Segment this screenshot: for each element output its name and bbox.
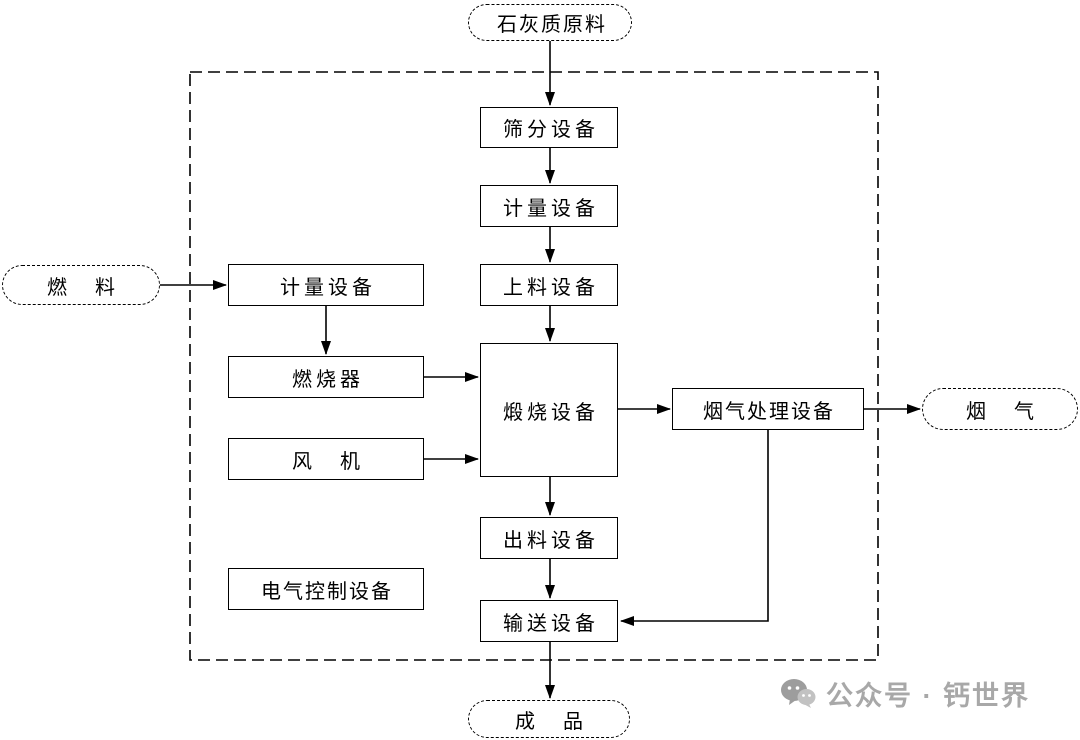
node-flue-gas-treatment-label: 烟气处理设备 bbox=[703, 400, 835, 423]
node-discharging-label: 出料设备 bbox=[503, 529, 599, 552]
node-flue-gas-label: 烟 气 bbox=[966, 400, 1038, 423]
node-fan-label: 风 机 bbox=[292, 450, 364, 473]
node-burner-label: 燃烧器 bbox=[292, 368, 364, 391]
node-screening: 筛分设备 bbox=[480, 107, 618, 148]
wechat-icon bbox=[781, 678, 816, 708]
node-fuel-label: 燃 料 bbox=[47, 276, 119, 299]
node-metering-left-label: 计量设备 bbox=[280, 276, 376, 299]
node-raw-material: 石灰质原料 bbox=[468, 4, 632, 41]
node-feeding-label: 上料设备 bbox=[503, 276, 599, 299]
node-conveying-label: 输送设备 bbox=[503, 612, 599, 635]
node-conveying: 输送设备 bbox=[480, 600, 618, 642]
edge-treatment-to-conveying bbox=[620, 430, 769, 626]
node-product: 成 品 bbox=[468, 700, 630, 738]
system-boundary bbox=[189, 71, 879, 661]
node-metering-left: 计量设备 bbox=[228, 264, 424, 306]
node-calcining-label: 煅烧设备 bbox=[503, 401, 599, 424]
node-feeding: 上料设备 bbox=[480, 264, 618, 306]
node-metering-center: 计量设备 bbox=[480, 185, 618, 227]
node-calcining: 煅烧设备 bbox=[480, 343, 618, 477]
node-raw-material-label: 石灰质原料 bbox=[497, 14, 607, 36]
watermark: 公众号 · 钙世界 bbox=[780, 674, 1030, 713]
node-screening-label: 筛分设备 bbox=[503, 119, 599, 141]
node-burner: 燃烧器 bbox=[228, 356, 424, 398]
node-flue-gas-treatment: 烟气处理设备 bbox=[672, 388, 864, 430]
node-discharging: 出料设备 bbox=[480, 517, 618, 559]
node-metering-center-label: 计量设备 bbox=[503, 197, 599, 220]
node-fan: 风 机 bbox=[228, 438, 424, 480]
node-electrical-control-label: 电气控制设备 bbox=[261, 580, 393, 603]
node-product-label: 成 品 bbox=[515, 710, 587, 733]
node-fuel: 燃 料 bbox=[2, 265, 160, 305]
node-flue-gas: 烟 气 bbox=[922, 388, 1078, 430]
watermark-text: 公众号 · 钙世界 bbox=[826, 681, 1030, 711]
node-electrical-control: 电气控制设备 bbox=[228, 568, 424, 610]
